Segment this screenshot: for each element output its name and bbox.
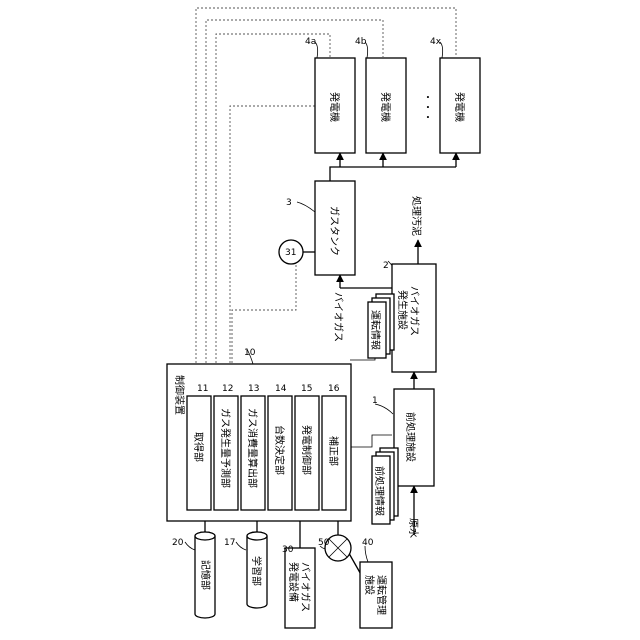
gas-prediction-unit: ガス発生量予測部 12 <box>214 384 238 510</box>
control-device-ref: 10 <box>244 348 256 358</box>
operation-mgmt-label-2: 施設 <box>363 575 376 595</box>
operation-mgmt-ref: 40 <box>362 538 374 548</box>
unit-count-ref: 14 <box>275 384 287 394</box>
biogas-facility-label-1: バイオガス <box>408 286 420 336</box>
acquisition-ref: 11 <box>197 384 208 394</box>
storage-ref: 20 <box>172 538 184 548</box>
gas-consumption-label: ガス消費量算出部 <box>246 408 259 488</box>
gas-consumption-unit: ガス消費量算出部 13 <box>241 384 265 510</box>
gas-consumption-ref: 13 <box>248 384 259 394</box>
sensor-label: 31 <box>285 248 296 258</box>
control-device-label: 制御装置 <box>173 375 186 415</box>
gas-tank-label: ガスタンク <box>328 206 340 256</box>
raw-water-label: 原水 <box>407 518 419 538</box>
biogas-equipment: バイオガス 発電設備 30 <box>282 545 315 628</box>
network-ref: 50 <box>318 538 330 548</box>
correction-unit: 補正部 16 <box>322 384 346 510</box>
storage-cylinder: 記憶部 20 <box>172 532 215 618</box>
generator-4x: 発電機 4x <box>430 37 480 153</box>
generator-4b: 発電機 4b <box>355 37 406 153</box>
unit-count-unit: 台数決定部 14 <box>268 384 292 510</box>
treated-sludge-label: 処理汚泥 <box>410 196 423 236</box>
generator-4x-label: 発電機 <box>453 92 466 122</box>
biogas-equipment-label-1: バイオガス <box>299 562 311 612</box>
biogas-equipment-ref: 30 <box>282 545 294 555</box>
pretreatment-ref: 1 <box>372 396 378 406</box>
gas-prediction-label: ガス発生量予測部 <box>219 408 232 488</box>
learning-ref: 17 <box>224 538 235 548</box>
biogas-flow-label: バイオガス <box>332 292 344 342</box>
operation-management: 運転管理 施設 40 <box>360 538 392 628</box>
biogas-facility-ref: 2 <box>383 261 389 271</box>
power-control-label: 発電制御部 <box>300 425 313 475</box>
biogas-equipment-label-2: 発電設備 <box>287 562 300 602</box>
power-control-ref: 15 <box>301 384 312 394</box>
biogas-facility-label-2: 発生施設 <box>396 290 409 330</box>
generator-4b-label: 発電機 <box>379 92 392 122</box>
generator-4a: 発電機 4a <box>305 37 355 153</box>
gas-tank-ref: 3 <box>286 198 292 208</box>
acquisition-unit: 取得部 11 <box>187 384 211 510</box>
generator-4x-ref: 4x <box>430 37 442 47</box>
correction-label: 補正部 <box>327 436 340 466</box>
pretreatment-label: 前処理施設 <box>404 412 417 462</box>
storage-label: 記憶部 <box>199 560 212 590</box>
generator-4a-label: 発電機 <box>328 92 341 122</box>
generator-4a-ref: 4a <box>305 37 316 47</box>
operation-info-docs: 運転情報 <box>368 294 394 358</box>
pretreatment-info-docs: 前処理情報 <box>372 448 398 524</box>
operation-info-label: 運転情報 <box>369 310 382 350</box>
sensor-node: 31 <box>279 240 303 264</box>
learning-cylinder: 学習部 17 <box>224 532 267 608</box>
gas-prediction-ref: 12 <box>222 384 233 394</box>
learning-label: 学習部 <box>250 556 263 586</box>
correction-ref: 16 <box>328 384 340 394</box>
pretreatment-info-label: 前処理情報 <box>373 466 386 516</box>
unit-count-label: 台数決定部 <box>273 425 286 475</box>
power-control-unit: 発電制御部 15 <box>295 384 319 510</box>
acquisition-label: 取得部 <box>192 432 205 462</box>
operation-mgmt-label-1: 運転管理 <box>375 575 388 615</box>
generator-ellipsis: ・・・ <box>421 92 432 122</box>
generator-4b-ref: 4b <box>355 37 367 47</box>
